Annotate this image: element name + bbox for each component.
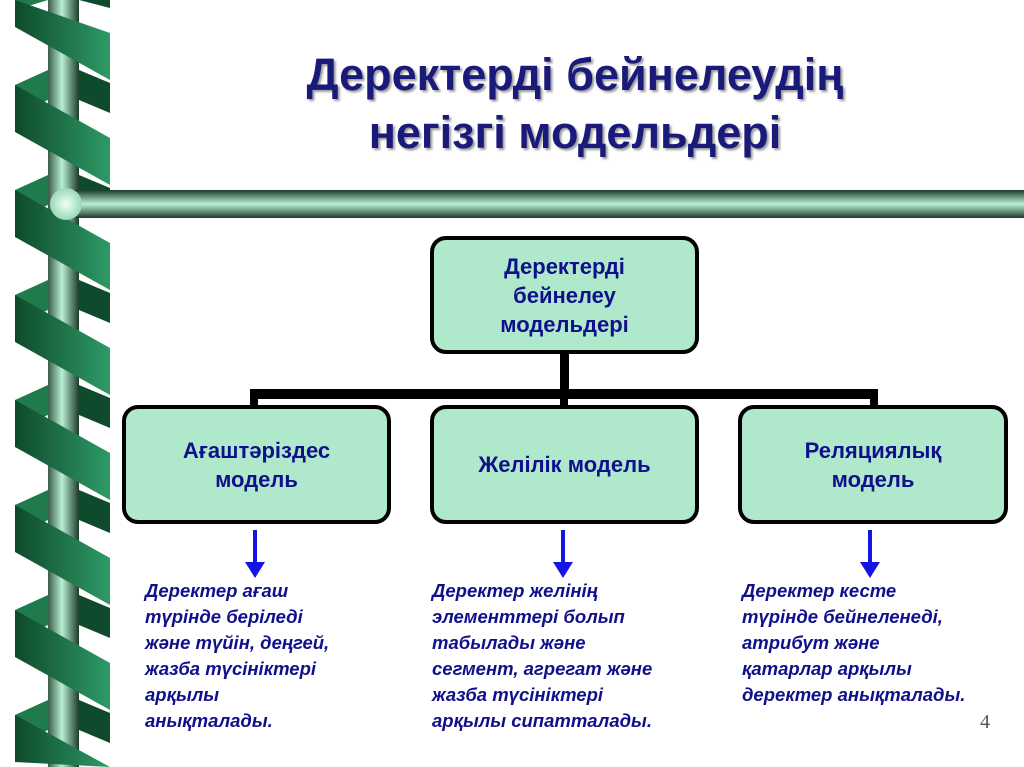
ribbon-back-segment xyxy=(79,70,110,113)
ribbon-front-segment xyxy=(15,85,110,185)
connector-drop-middle xyxy=(560,389,568,407)
ribbon-back-segment xyxy=(79,595,110,638)
title-line-2: негізгі модельдері xyxy=(368,107,782,158)
root-box: Деректерді бейнелеу модельдері xyxy=(430,236,699,354)
arrow-down-icon xyxy=(860,530,880,578)
ribbon-front-segment xyxy=(15,610,110,710)
ribbon-front-segment xyxy=(15,190,110,290)
connector-drop-right xyxy=(870,389,878,407)
ribbon-front-segment xyxy=(15,505,110,605)
ribbon-front-segment xyxy=(15,715,110,767)
slide-title: Деректерді бейнелеудің негізгі модельдер… xyxy=(200,46,950,162)
ribbon-front-segment xyxy=(15,0,110,80)
model-box-relational: Реляциялық модель xyxy=(738,405,1008,524)
horizontal-bar xyxy=(70,190,1024,218)
ribbon-front-segment xyxy=(15,400,110,500)
connector-vertical xyxy=(560,354,569,394)
ribbon-back-segment xyxy=(79,280,110,323)
description-relational: Деректер кесте түрінде бейнеленеді, атри… xyxy=(742,580,966,705)
ribbon-back-segment xyxy=(79,700,110,743)
model-box-hierarchical: Ағаштәріздес модель xyxy=(122,405,391,524)
arrow-down-icon xyxy=(245,530,265,578)
ribbon-back-segment xyxy=(79,490,110,533)
ribbon-front-segment xyxy=(15,295,110,395)
description-hierarchical: Деректер ағаш түрінде беріледі және түйі… xyxy=(145,580,330,731)
arrow-down-icon xyxy=(553,530,573,578)
ribbon-back-segment xyxy=(79,0,110,8)
page-number: 4 xyxy=(980,711,990,733)
description-network: Деректер желінің элементтері болып табыл… xyxy=(432,580,653,731)
connector-drop-left xyxy=(250,389,258,407)
model-box-network: Желілік модель xyxy=(430,405,699,524)
title-line-1: Деректерді бейнелеудің xyxy=(306,49,844,100)
bar-joint-ball xyxy=(50,188,82,220)
ribbon-back-segment xyxy=(79,385,110,428)
